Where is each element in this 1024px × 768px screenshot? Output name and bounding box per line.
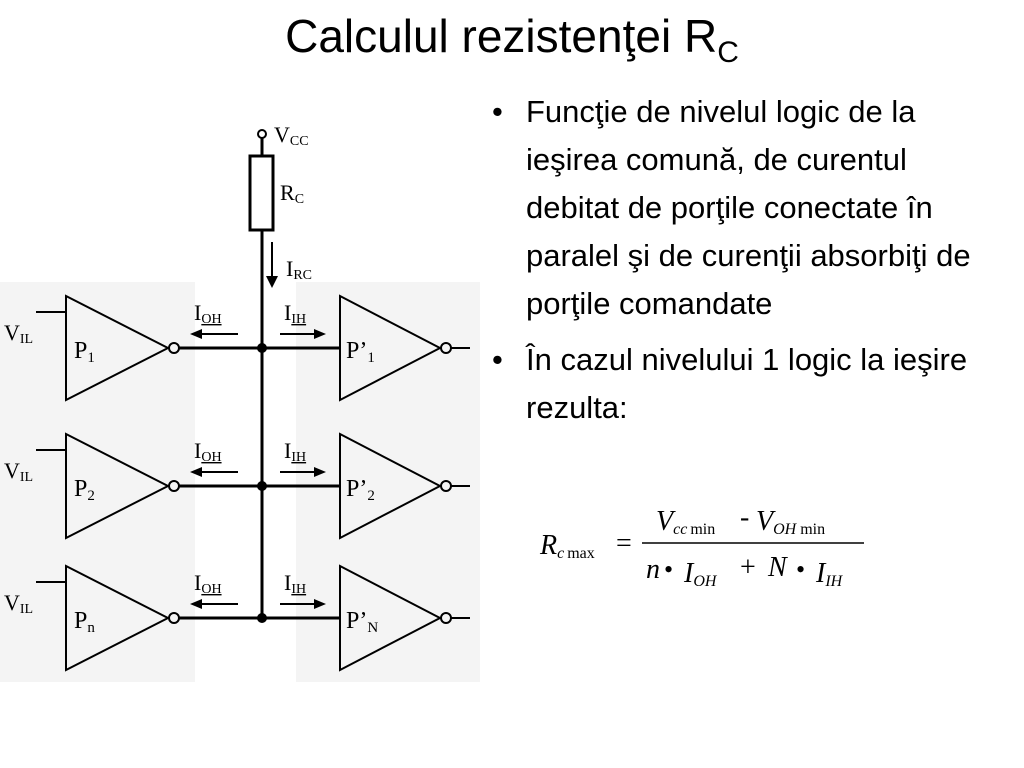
load-gate-3 [339,564,443,672]
bullet-dot: • [492,94,503,129]
svg-text:•: • [664,555,673,584]
ioh-label-1: IOH [194,300,222,327]
resistor-rc [248,154,275,232]
bullet-item-2: •În cazul nivelului 1 logic la ieşire re… [488,336,1008,432]
gate-row-2: VIL P2 P’2 IOH IIH [4,432,470,540]
svg-text:-: - [740,502,749,533]
ioh-label-2: IOH [194,438,222,465]
vcc-label: VCC [274,122,309,149]
driver-gate-2 [65,432,171,540]
svg-text:N: N [767,552,788,583]
rc-label: RC [280,180,304,207]
load-label-2: P’2 [346,476,375,504]
slide-title: Calculul rezistenţei RC [285,10,739,69]
open-collector-circuit-diagram: VCC RC IRC VIL P1 P’1 IOH IIH VIL P2 [0,122,480,682]
svg-text:IOH: IOH [683,558,718,590]
bullet-list: •Funcţie de nivelul logic de la ieşirea … [488,88,1008,440]
driver-gate-3 [65,564,171,672]
load-label-1: P’1 [346,338,375,366]
svg-text:=: = [616,528,632,559]
gate-row-3: VIL Pn P’N IOH IIH [4,564,470,672]
gate-row-1: VIL P1 P’1 IOH IIH [4,294,470,402]
iih-label-3: IIH [284,570,306,597]
load-gate-2 [339,432,443,540]
irc-label: IRC [286,256,312,283]
svg-text:+: + [740,552,756,583]
svg-text:•: • [796,555,805,584]
svg-text:IIH: IIH [815,558,844,590]
bullet-item-1: •Funcţie de nivelul logic de la ieşirea … [488,88,1008,328]
input-label-1: VIL [4,320,33,347]
driver-label-3: Pn [74,608,95,636]
iih-label-1: IIH [284,300,306,327]
input-label-3: VIL [4,590,33,617]
svg-text:n: n [646,554,660,585]
load-gate-1 [339,294,443,402]
ioh-label-3: IOH [194,570,222,597]
bullet-dot: • [492,342,503,377]
iih-label-2: IIH [284,438,306,465]
driver-label-2: P2 [74,476,95,504]
driver-label-1: P1 [74,338,95,366]
input-label-2: VIL [4,458,33,485]
driver-gate-1 [65,294,171,402]
load-label-3: P’N [346,608,378,636]
